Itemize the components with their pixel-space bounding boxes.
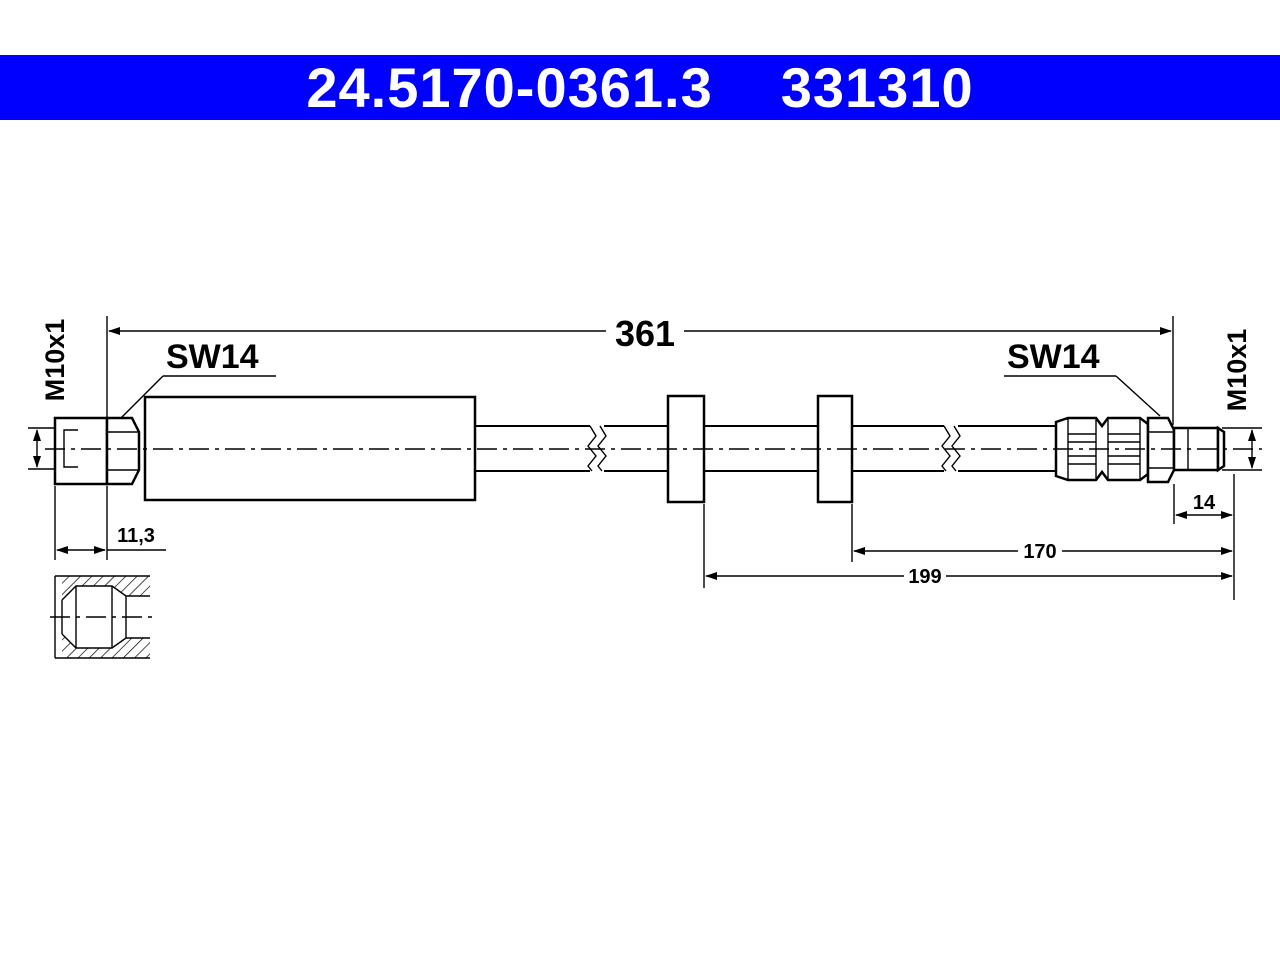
right-fitting-length-dimension: 14 — [1173, 474, 1235, 600]
right-thread-dimension: M10x1 — [1222, 329, 1262, 471]
left-thread-label: M10x1 — [40, 319, 70, 402]
part-code: 331310 — [780, 56, 974, 119]
bracket-2-distance-label: 170 — [1023, 541, 1056, 563]
left-wrench-size: SW14 — [120, 338, 276, 419]
left-fitting — [53, 416, 141, 486]
overall-length-label: 361 — [615, 313, 675, 354]
right-fitting-length-label: 14 — [1193, 492, 1216, 514]
bracket-1-distance-dimension: 199 — [703, 504, 1233, 588]
title-banner: 24.5170-0361.3 331310 — [0, 55, 1280, 120]
right-wrench-size: SW14 — [1004, 338, 1161, 417]
right-fitting — [1146, 416, 1226, 484]
part-number: 24.5170-0361.3 — [306, 56, 713, 119]
bracket-1-distance-label: 199 — [908, 566, 941, 588]
left-fitting-length-label: 11,3 — [117, 525, 155, 547]
left-thread-dimension: M10x1 — [28, 319, 70, 470]
hose-body — [475, 425, 1058, 472]
left-wrench-size-label: SW14 — [166, 338, 259, 376]
right-wrench-size-label: SW14 — [1007, 338, 1100, 376]
bracket-2-distance-dimension: 170 — [851, 504, 1233, 563]
overall-length-dimension: 361 — [106, 313, 1174, 425]
right-thread-label: M10x1 — [1222, 329, 1252, 412]
left-fitting-length-dimension: 11,3 — [54, 486, 166, 560]
fitting-section-detail — [50, 575, 152, 659]
